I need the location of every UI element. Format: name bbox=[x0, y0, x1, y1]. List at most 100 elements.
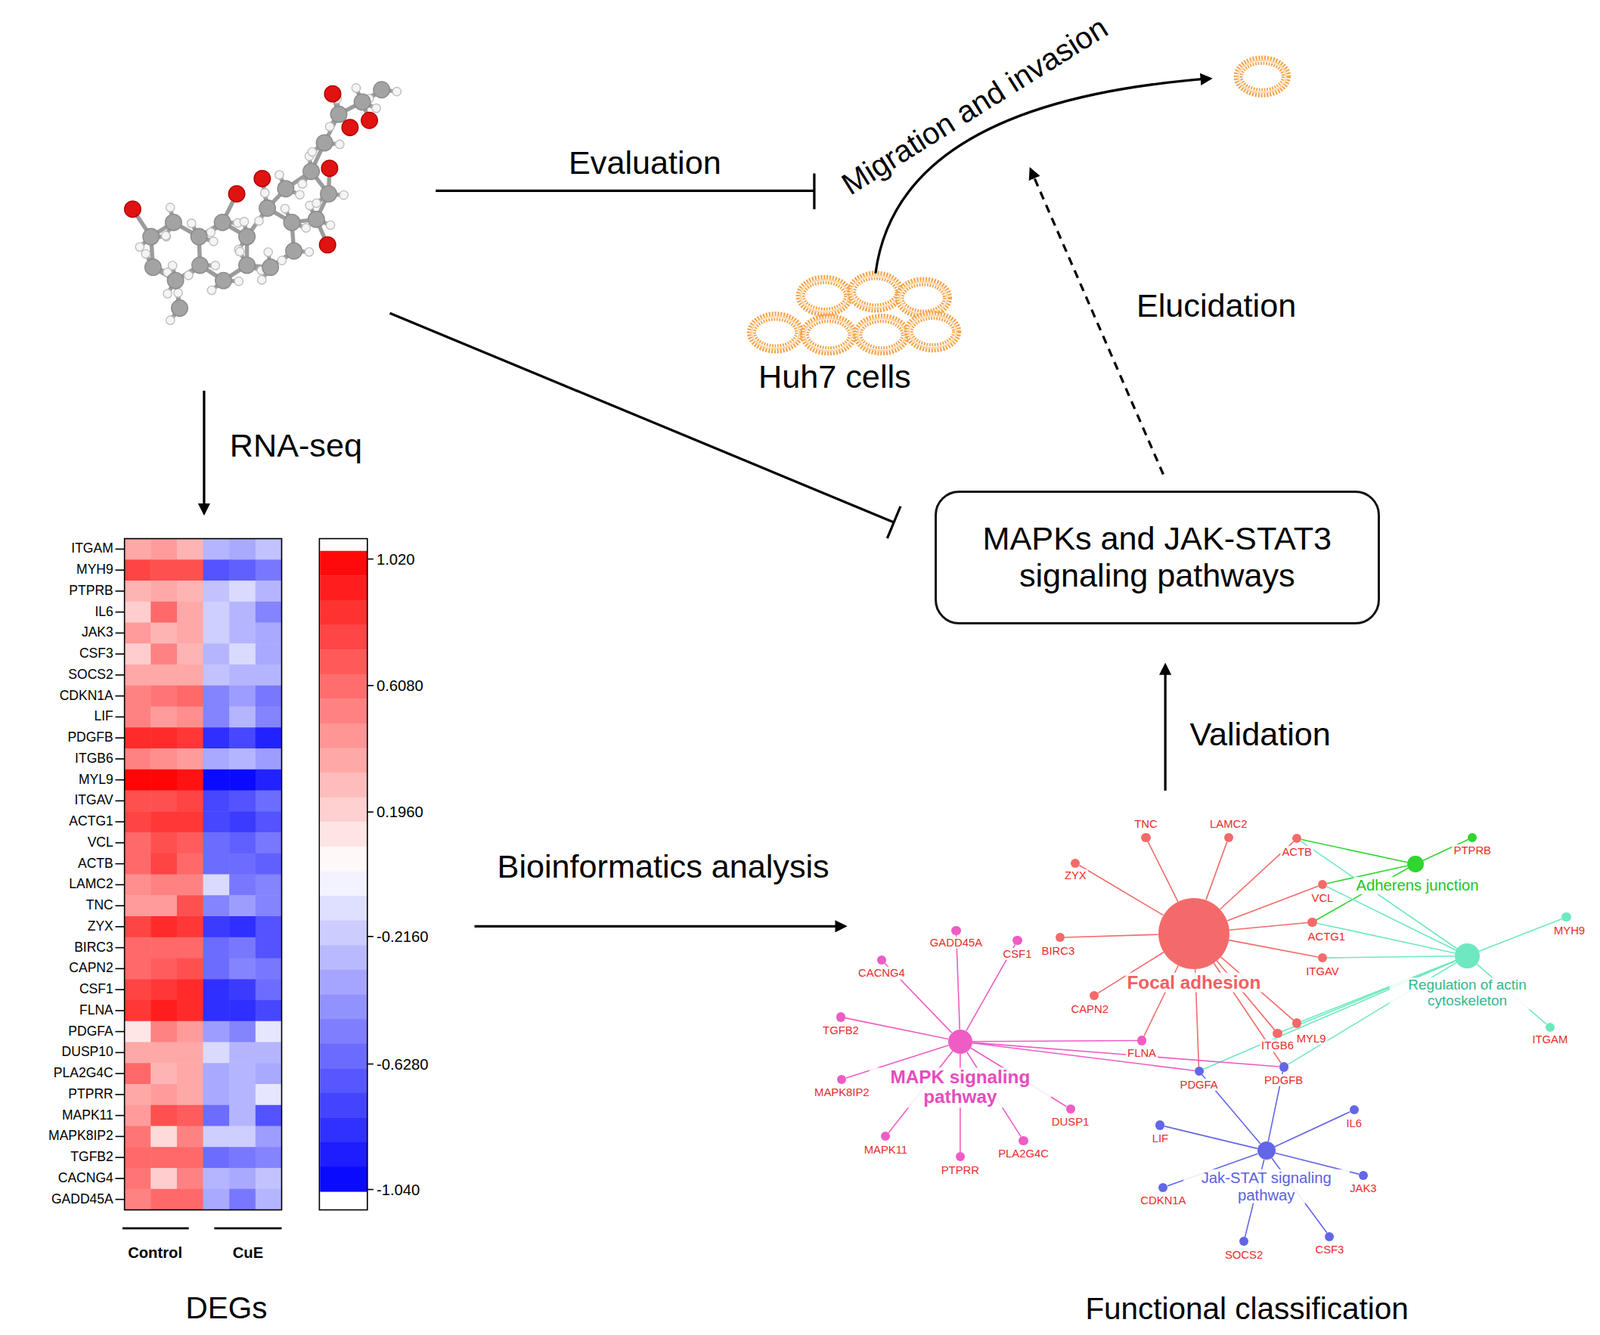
gene-label: VCL bbox=[1309, 891, 1335, 904]
heatmap-cell bbox=[150, 1063, 177, 1085]
heatmap-cell bbox=[176, 937, 204, 959]
gene-label: LIF bbox=[1150, 1132, 1170, 1145]
heatmap-cell bbox=[255, 727, 283, 749]
heatmap-cell bbox=[176, 706, 204, 729]
row-label: BIRC3 bbox=[74, 940, 114, 956]
hydrogen-atom bbox=[335, 139, 345, 149]
row-label: MYH9 bbox=[76, 562, 114, 577]
heatmap-cell bbox=[176, 1021, 204, 1043]
cell-icon bbox=[855, 316, 909, 354]
gene-dot: ITGAV bbox=[1317, 953, 1328, 963]
carbon-atom bbox=[167, 272, 184, 289]
oxygen-atom bbox=[321, 160, 338, 177]
scale-band bbox=[319, 994, 367, 1020]
row-tick bbox=[114, 1010, 125, 1012]
carbon-atom bbox=[353, 93, 371, 111]
cell-icon bbox=[797, 276, 851, 315]
row-tick bbox=[114, 632, 125, 635]
carbon-atom bbox=[190, 228, 208, 245]
heatmap-cell bbox=[203, 1063, 230, 1085]
gene-label: MAPK11 bbox=[862, 1144, 909, 1157]
cell-icon bbox=[905, 313, 959, 351]
pathway-hub: Focal adhesion bbox=[1158, 898, 1230, 970]
heatmap-cell bbox=[255, 685, 283, 707]
carbon-atom bbox=[303, 163, 320, 180]
gene-label: FLNA bbox=[1125, 1047, 1158, 1060]
gene-dot: SOCS2 bbox=[1239, 1237, 1249, 1247]
scale-tick bbox=[367, 685, 374, 687]
row-label: CDKN1A bbox=[59, 688, 114, 704]
heatmap-cell bbox=[229, 685, 256, 707]
heatmap-cell bbox=[203, 874, 230, 897]
heatmap-cell bbox=[124, 1042, 152, 1064]
caption-label: CuE bbox=[232, 1244, 264, 1262]
carbon-atom bbox=[330, 105, 348, 123]
network-link bbox=[1147, 841, 1179, 902]
network-link bbox=[1228, 940, 1318, 958]
gene-dot: CAPN2 bbox=[1089, 991, 1099, 1001]
hydrogen-atom bbox=[210, 261, 220, 270]
scale-value: -0.6280 bbox=[376, 1055, 429, 1073]
oxygen-atom bbox=[324, 85, 342, 103]
carbon-atom bbox=[213, 213, 231, 231]
group-bracket bbox=[122, 1227, 283, 1230]
heatmap-cell bbox=[229, 811, 256, 833]
row-label: LAMC2 bbox=[68, 877, 113, 893]
hydrogen-atom bbox=[325, 122, 334, 131]
heatmap-cell bbox=[203, 790, 230, 813]
heatmap-cell bbox=[255, 1125, 283, 1148]
row-tick bbox=[114, 1156, 125, 1159]
heatmap-cell bbox=[176, 811, 204, 833]
hydrogen-atom bbox=[173, 288, 183, 298]
heatmap-cell bbox=[176, 958, 204, 980]
scale-value: 0.1960 bbox=[376, 803, 424, 821]
heatmap-cell bbox=[176, 559, 204, 581]
gene-label: CSF1 bbox=[1001, 948, 1033, 961]
heatmap-cell bbox=[176, 979, 204, 1001]
heatmap-cell bbox=[124, 539, 152, 561]
heatmap-cell bbox=[124, 811, 152, 833]
heatmap-cell bbox=[203, 1189, 230, 1211]
scale-band bbox=[319, 920, 367, 946]
oxygen-atom bbox=[124, 201, 142, 218]
hydrogen-atom bbox=[207, 285, 216, 295]
heatmap-cell bbox=[255, 811, 283, 833]
heatmap-cell bbox=[150, 1168, 177, 1190]
heatmap-cell bbox=[176, 1042, 204, 1064]
network-link bbox=[1300, 841, 1458, 950]
heatmap-cell bbox=[229, 601, 256, 624]
hydrogen-atom bbox=[301, 223, 311, 233]
cell-icon bbox=[849, 272, 903, 311]
gene-dot: LIF bbox=[1155, 1120, 1165, 1130]
carbon-atom bbox=[171, 300, 189, 317]
heatmap-cell bbox=[255, 559, 283, 581]
pathway-hub: Adherens junction bbox=[1407, 855, 1424, 873]
hydrogen-atom bbox=[307, 147, 317, 156]
heatmap-cell bbox=[176, 643, 204, 665]
gene-label: JAK3 bbox=[1348, 1182, 1378, 1195]
heatmap-cell bbox=[229, 1000, 256, 1022]
caption-label: Elucidation bbox=[1136, 288, 1297, 325]
scale-band bbox=[319, 600, 367, 626]
heatmap-cell bbox=[255, 1168, 283, 1190]
carbon-atom bbox=[145, 259, 162, 276]
heatmap-cell bbox=[150, 1105, 177, 1127]
gene-label: TGFB2 bbox=[821, 1024, 861, 1037]
gene-label: CACNG4 bbox=[856, 967, 907, 980]
heatmap-cell bbox=[124, 706, 152, 729]
pathway-label: Jak-STAT signaling pathway bbox=[1183, 1169, 1350, 1204]
network-link bbox=[1479, 918, 1563, 952]
heatmap-cell bbox=[255, 643, 283, 665]
heatmap-cell bbox=[229, 1084, 256, 1106]
heatmap-cell bbox=[150, 853, 177, 875]
heatmap-cell bbox=[255, 769, 283, 791]
cell-icon bbox=[749, 313, 803, 352]
row-tick bbox=[114, 884, 125, 887]
network-link bbox=[845, 1018, 949, 1040]
heatmap-cell bbox=[124, 748, 152, 770]
network-link bbox=[1216, 961, 1275, 1030]
heatmap-cell bbox=[176, 1189, 204, 1211]
heatmap-cell bbox=[176, 664, 204, 686]
gene-dot: FLNA bbox=[1137, 1035, 1147, 1045]
heatmap-cell bbox=[255, 601, 283, 624]
